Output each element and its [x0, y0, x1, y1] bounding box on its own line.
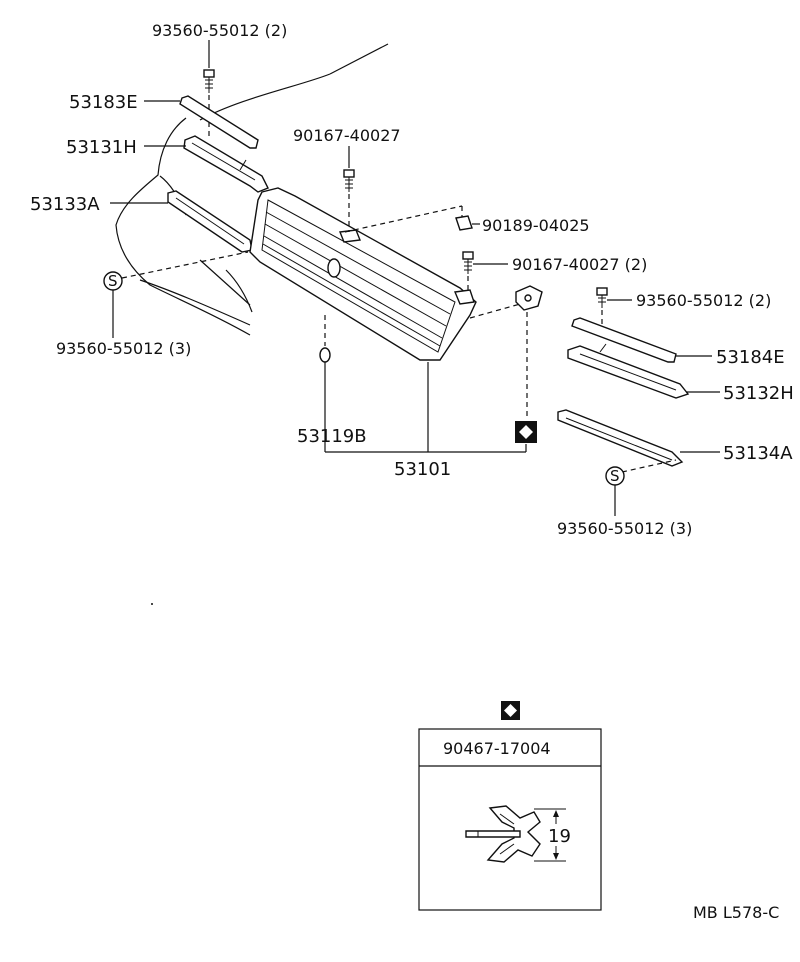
svg-text:S: S	[108, 272, 118, 290]
label-screw-right-top: 93560-55012 (2)	[636, 291, 771, 310]
s-symbol-right-icon: S	[605, 466, 625, 486]
clip-detail-box	[418, 728, 602, 911]
diamond-symbol-detail-icon	[501, 701, 520, 720]
svg-text:S: S	[610, 467, 620, 485]
diamond-symbol-icon	[515, 421, 537, 443]
bolt-center-icon	[343, 169, 355, 192]
part-53119b-icon	[319, 347, 331, 363]
label-53101: 53101	[394, 459, 451, 480]
label-bolt-center: 90167-40027	[293, 126, 401, 145]
label-53134a: 53134A	[723, 443, 793, 464]
label-clip-part: 90467-17004	[443, 739, 551, 758]
screw-right-top-icon	[596, 287, 608, 308]
label-53132h: 53132H	[723, 383, 794, 404]
dimension-line-icon	[534, 808, 566, 862]
label-nut-90189: 90189-04025	[482, 216, 590, 235]
label-53184e: 53184E	[716, 347, 785, 368]
grille-53101-icon	[249, 187, 477, 361]
screw-top-left-icon	[203, 69, 215, 93]
bracket-53131h-icon	[183, 135, 269, 193]
clip-bracket-icon	[515, 285, 543, 311]
label-bolt-right: 90167-40027 (2)	[512, 255, 647, 274]
bracket-53134a-icon	[557, 409, 684, 467]
bolt-right-icon	[462, 251, 474, 274]
nut-90189-icon	[455, 215, 473, 231]
label-53131h: 53131H	[66, 137, 137, 158]
label-clip-dimension: 19	[548, 826, 571, 847]
label-53133a: 53133A	[30, 194, 100, 215]
label-53183e: 53183E	[69, 92, 138, 113]
molding-53184e-icon	[571, 317, 677, 363]
label-screw-left-s: 93560-55012 (3)	[56, 339, 191, 358]
label-screw-top-left: 93560-55012 (2)	[152, 21, 287, 40]
label-screw-right-s: 93560-55012 (3)	[557, 519, 692, 538]
label-53119b: 53119B	[297, 426, 367, 447]
bracket-53132h-icon	[567, 343, 690, 399]
label-diagram-code: MB L578-C	[693, 903, 779, 922]
s-symbol-left-icon: S	[103, 271, 123, 291]
molding-53183e-icon	[179, 95, 259, 149]
clip-profile-icon	[465, 805, 541, 863]
bracket-53133a-icon	[167, 190, 253, 253]
